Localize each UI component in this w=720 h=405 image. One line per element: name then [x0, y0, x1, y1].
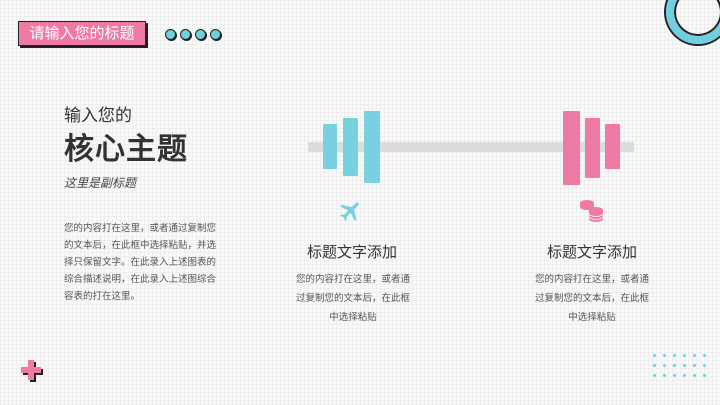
bar-track — [308, 142, 634, 152]
subtitle: 这里是副标题 — [64, 176, 137, 190]
body-line: 容表的打在这里。 — [64, 291, 141, 302]
body-line: 择只保留文字。在此录入上述图表的 — [64, 257, 217, 268]
blue-bar — [343, 118, 358, 176]
column-text-line: 中选择粘贴 — [329, 312, 377, 323]
dot — [210, 29, 221, 40]
blue-bar — [364, 111, 380, 183]
plus-icon — [21, 360, 43, 382]
column-text-line: 过复制您的文本后，在此框 — [295, 293, 410, 304]
column-title: 标题文字添加 — [546, 243, 637, 261]
dot — [195, 29, 206, 40]
column-text-line: 您的内容打在这里，或者通 — [534, 274, 649, 285]
body-line: 的文本后，在此框中选择粘贴，并选 — [64, 240, 217, 251]
blue-bar — [323, 124, 337, 169]
column-text-line: 过复制您的文本后，在此框 — [534, 293, 649, 304]
column-text-line: 中选择粘贴 — [568, 312, 616, 323]
dot-grid — [653, 354, 706, 377]
airplane-icon — [340, 202, 359, 221]
heading-small: 输入您的 — [64, 106, 132, 126]
column-text: 您的内容打在这里，或者通 过复制您的文本后，在此框 中选择粘贴 — [522, 270, 662, 327]
decorative-ring — [666, 0, 720, 44]
column-text: 您的内容打在这里，或者通 过复制您的文本后，在此框 中选择粘贴 — [283, 270, 423, 327]
column-text-line: 您的内容打在这里，或者通 — [295, 274, 410, 285]
body-line: 综合描述说明，在此录入上述图综合 — [64, 274, 217, 285]
decorative-dots — [165, 29, 221, 40]
pink-bar — [585, 118, 600, 178]
heading-main: 核心主题 — [64, 132, 188, 167]
dot — [180, 29, 191, 40]
pink-bar — [605, 124, 620, 169]
coins-icon — [580, 200, 604, 222]
body-text: 您的内容打在这里，或者通过复制您 的文本后，在此框中选择粘贴，并选 择只保留文字… — [64, 220, 236, 305]
column-title: 标题文字添加 — [306, 243, 397, 261]
pink-bar — [563, 111, 580, 185]
body-line: 您的内容打在这里，或者通过复制您 — [64, 223, 217, 234]
title-tag: 请输入您的标题 — [18, 21, 146, 46]
dot — [165, 29, 176, 40]
